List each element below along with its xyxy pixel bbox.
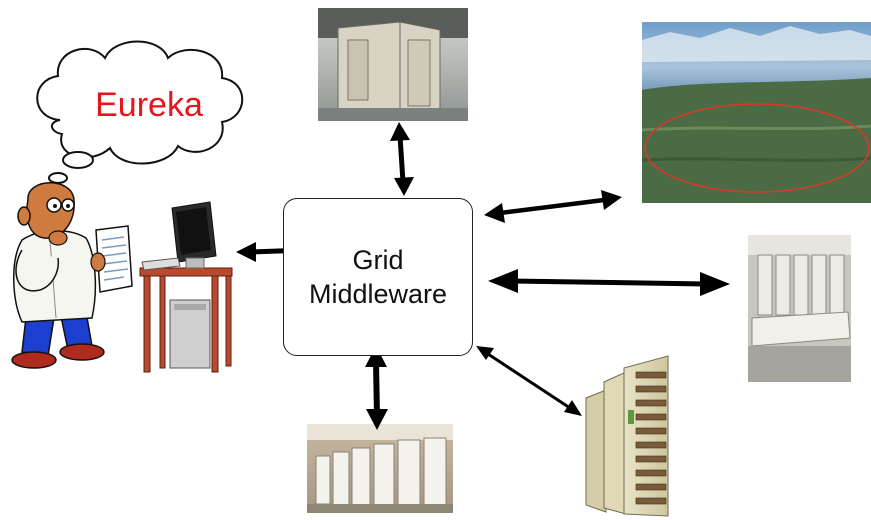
arrow-tape (476, 346, 582, 416)
middleware-title-line2: Middleware (308, 279, 448, 309)
arrow-datacenter (365, 346, 388, 430)
grid-middleware-box: Grid Middleware (283, 198, 473, 356)
accelerator-ring-image (641, 22, 871, 203)
arrow-supercomputer (390, 122, 414, 196)
workstation-icon (139, 201, 233, 373)
data-center-icon (307, 424, 453, 513)
arrow-accelerator (484, 190, 622, 223)
middleware-title-line1: Grid (352, 245, 404, 275)
compute-cluster-icon (748, 235, 851, 382)
thought-bubble (36, 40, 244, 184)
arrows (236, 122, 730, 430)
supercomputer-icon (318, 8, 468, 121)
tape-storage-icon (585, 355, 669, 517)
scientist-icon (11, 182, 133, 369)
eureka-text: Eureka (95, 86, 203, 124)
arrow-cluster (488, 269, 730, 296)
